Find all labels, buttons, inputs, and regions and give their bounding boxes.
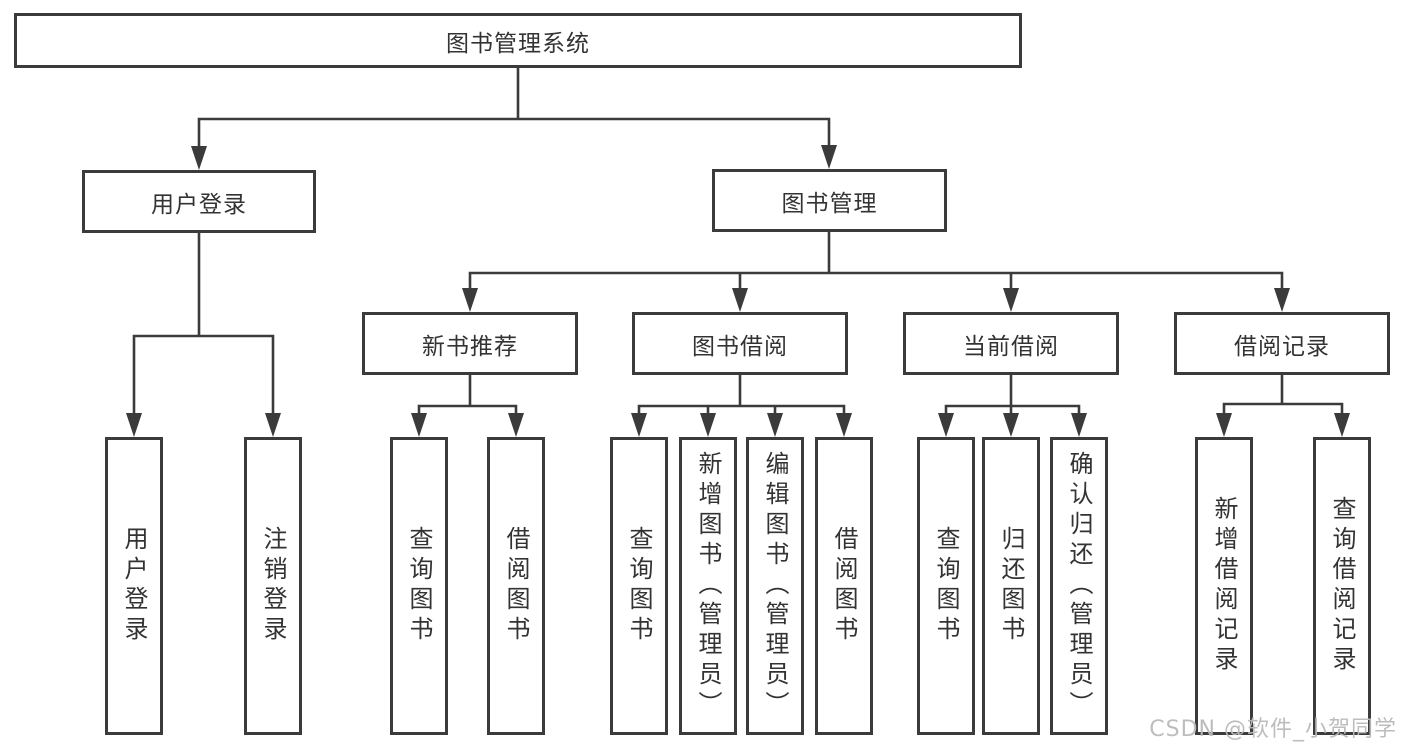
node-label: 用户登录 [151, 191, 247, 218]
arrowhead-icon [631, 413, 647, 437]
node-label: 借阅图书 [502, 526, 530, 646]
node-leaf-query-books-current: 查询图书 [917, 437, 975, 735]
node-book-management-branch: 图书管理 [712, 169, 947, 232]
node-label: 用户登录 [120, 526, 148, 646]
arrowhead-icon [191, 146, 207, 170]
node-label: 查询借阅记录 [1328, 496, 1356, 676]
node-label: 新书推荐 [422, 333, 518, 360]
node-current-borrowing: 当前借阅 [903, 312, 1119, 375]
node-label: 查询图书 [405, 526, 433, 646]
arrowhead-icon [1274, 288, 1290, 312]
node-label: 借阅记录 [1234, 333, 1330, 360]
node-leaf-edit-books-admin: 编辑图书（管理员） [746, 437, 804, 735]
node-label: 图书管理 [781, 190, 878, 217]
arrowhead-icon [126, 413, 142, 437]
node-leaf-add-borrow-record: 新增借阅记录 [1195, 437, 1253, 735]
node-leaf-user-login: 用户登录 [105, 437, 163, 735]
arrowhead-icon [1003, 413, 1019, 437]
node-leaf-logout: 注销登录 [244, 437, 302, 735]
arrowhead-icon [821, 145, 837, 169]
node-label: 查询图书 [932, 526, 960, 646]
node-library-management-system: 图书管理系统 [14, 13, 1022, 68]
arrowhead-icon [700, 413, 716, 437]
node-leaf-borrow-books: 借阅图书 [815, 437, 873, 735]
node-label: 确认归还（管理员） [1065, 451, 1093, 721]
node-leaf-query-borrow-record: 查询借阅记录 [1313, 437, 1371, 735]
arrowhead-icon [508, 413, 524, 437]
node-label: 注销登录 [259, 526, 287, 646]
node-label: 图书借阅 [692, 333, 788, 360]
arrowhead-icon [1071, 413, 1087, 437]
arrowhead-icon [411, 413, 427, 437]
node-label: 查询图书 [625, 526, 653, 646]
node-label: 图书管理系统 [446, 30, 590, 57]
arrowhead-icon [462, 288, 478, 312]
node-label: 归还图书 [997, 526, 1025, 646]
node-label: 新增图书（管理员） [694, 451, 722, 721]
node-label: 新增借阅记录 [1210, 496, 1238, 676]
node-book-borrowing: 图书借阅 [632, 312, 848, 375]
arrowhead-icon [938, 413, 954, 437]
node-label: 编辑图书（管理员） [761, 451, 789, 721]
node-label: 借阅图书 [830, 526, 858, 646]
node-label: 当前借阅 [963, 333, 1059, 360]
arrowhead-icon [1216, 413, 1232, 437]
node-leaf-add-books-admin: 新增图书（管理员） [679, 437, 737, 735]
arrowhead-icon [767, 413, 783, 437]
arrowhead-icon [265, 413, 281, 437]
arrowhead-icon [1003, 288, 1019, 312]
arrowhead-icon [732, 288, 748, 312]
node-leaf-query-books-borrowing: 查询图书 [610, 437, 668, 735]
node-leaf-return-books: 归还图书 [982, 437, 1040, 735]
arrowhead-icon [1334, 413, 1350, 437]
node-borrowing-records: 借阅记录 [1174, 312, 1390, 375]
node-leaf-query-books-recommend: 查询图书 [390, 437, 448, 735]
node-new-book-recommendation: 新书推荐 [362, 312, 578, 375]
arrowhead-icon [836, 413, 852, 437]
node-leaf-borrow-books-recommend: 借阅图书 [487, 437, 545, 735]
node-leaf-confirm-return-admin: 确认归还（管理员） [1050, 437, 1108, 735]
node-user-login-branch: 用户登录 [82, 170, 316, 233]
